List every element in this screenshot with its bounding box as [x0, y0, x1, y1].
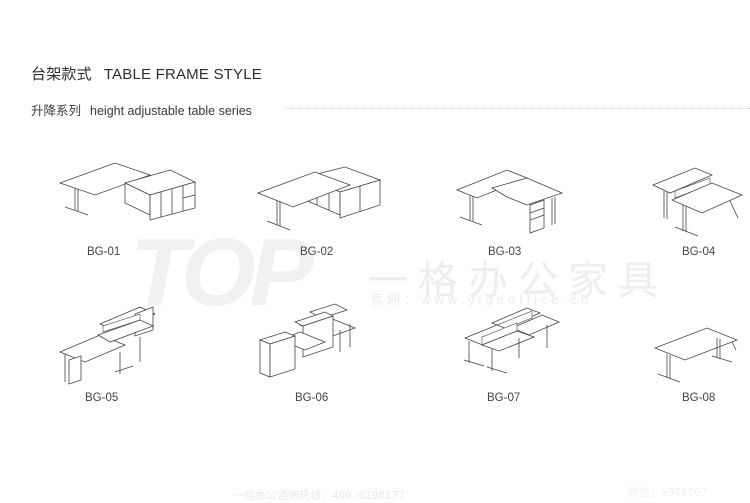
footer-hotline: 一格办公咨询热线：400-6198177: [233, 489, 405, 502]
product-bg-01: BG-01: [55, 160, 205, 260]
desk-bg-04-illustration: [652, 167, 744, 237]
product-code: BG-06: [295, 392, 329, 404]
subtitle-cn: 升降系列: [31, 104, 82, 118]
desk-bg-05-illustration: [58, 306, 157, 385]
section-subtitle: 升降系列 height adjustable table series: [31, 100, 252, 119]
watermark-logo: TOP: [130, 219, 314, 326]
product-code: BG-08: [682, 392, 716, 404]
product-code: BG-03: [488, 246, 522, 258]
watermark-website: 官网：www.yigeoffice.cn: [370, 292, 593, 307]
desk-bg-03-illustration: [455, 169, 564, 234]
desk-bg-07-illustration: [463, 307, 561, 374]
page-title: 台架款式 TABLE FRAME STYLE: [31, 63, 262, 84]
desk-bg-08-illustration: [653, 327, 739, 383]
product-bg-08: BG-08: [652, 318, 747, 410]
subtitle-en: height adjustable table series: [90, 104, 252, 118]
product-bg-06: BG-06: [255, 302, 370, 410]
title-en: TABLE FRAME STYLE: [103, 66, 262, 83]
footer-wechat: 微信：a975767: [628, 486, 708, 499]
product-code: BG-05: [85, 392, 119, 404]
desk-bg-01-illustration: [58, 162, 197, 221]
product-bg-04: BG-04: [650, 163, 745, 260]
product-bg-02: BG-02: [255, 160, 405, 260]
desk-bg-06-illustration: [258, 303, 357, 378]
product-code: BG-02: [300, 246, 334, 258]
watermark-brand: 一格办公家具: [368, 259, 668, 303]
title-cn: 台架款式: [31, 66, 92, 83]
dotted-divider: [285, 108, 750, 109]
product-code: BG-07: [487, 392, 521, 404]
product-code: BG-01: [87, 246, 121, 258]
product-bg-05: BG-05: [55, 302, 165, 410]
product-bg-07: BG-07: [462, 303, 562, 410]
product-bg-03: BG-03: [452, 165, 572, 260]
product-code: BG-04: [682, 246, 716, 258]
desk-bg-02-illustration: [256, 166, 382, 231]
